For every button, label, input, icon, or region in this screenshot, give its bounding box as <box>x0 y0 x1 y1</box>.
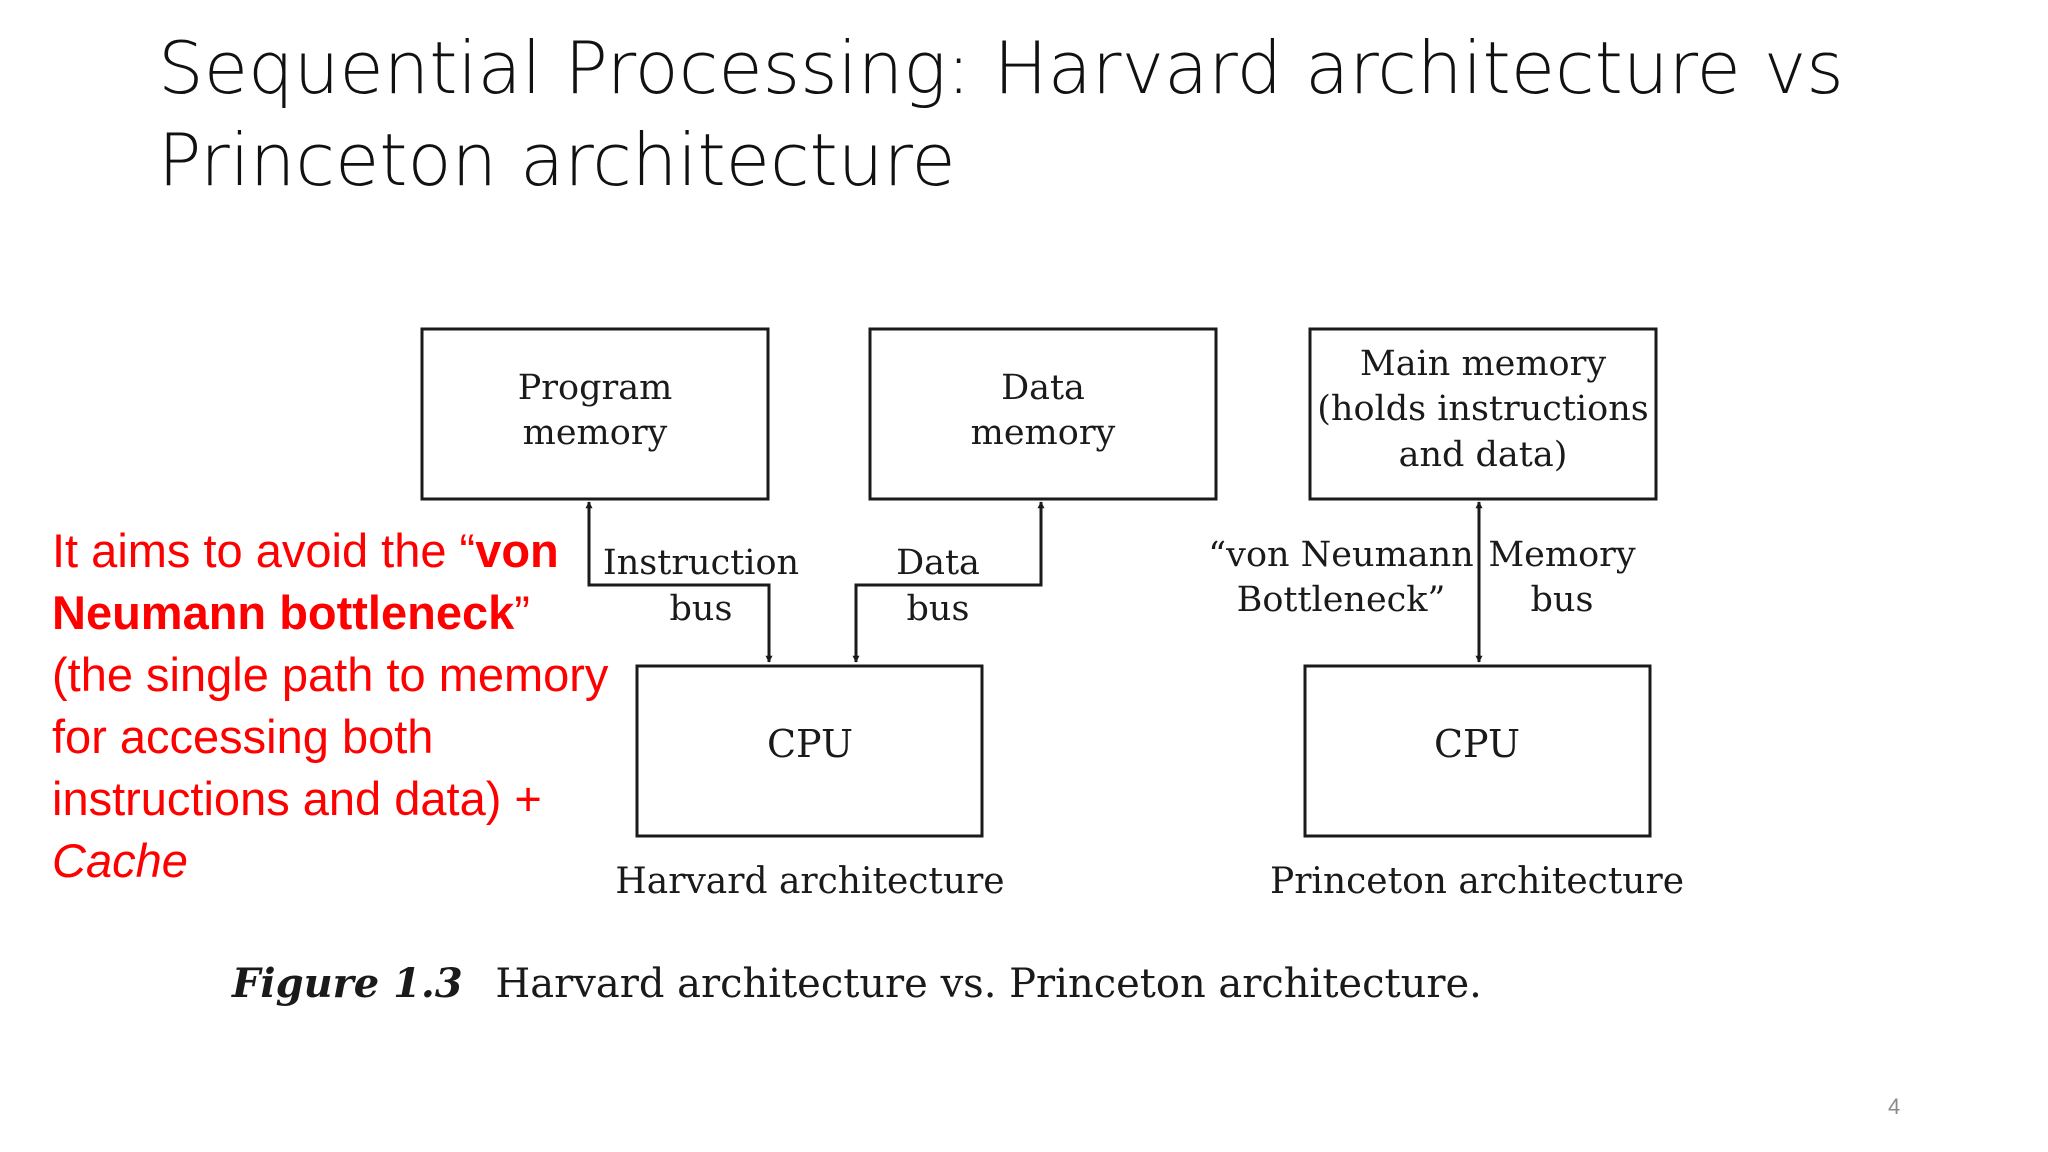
data-bus-label-1: Data <box>896 543 980 583</box>
harvard-cpu-label: CPU <box>767 722 853 766</box>
data-memory-label-2: memory <box>971 413 1116 453</box>
data-memory-label-1: Data <box>1001 368 1085 408</box>
program-memory-box <box>420 327 770 501</box>
note-bold-text: von Neumann bottleneck <box>52 524 559 639</box>
data-bus-arrow <box>852 501 1045 663</box>
main-memory-label-1: Main memory <box>1360 344 1606 384</box>
harvard-cpu-box <box>635 664 984 838</box>
note-text-2: ” (the single path to memory for accessi… <box>52 586 609 825</box>
bottleneck-label-2: Bottleneck” <box>1237 580 1446 620</box>
note-text-1: It aims to avoid the “ <box>52 524 476 577</box>
memory-bus-label-1: Memory <box>1488 535 1636 575</box>
main-memory-block: Main memory (holds instructions and data… <box>1308 327 1658 501</box>
data-memory-block: Data memory <box>868 327 1218 501</box>
figure-caption: Figure 1.3 Harvard architecture vs. Prin… <box>231 960 1482 1007</box>
princeton-cpu-box <box>1303 664 1652 838</box>
slide-title-line-1: Sequential Processing: Harvard architect… <box>158 26 1844 110</box>
program-memory-block: Program memory <box>420 327 770 501</box>
main-memory-label-2: (holds instructions <box>1317 389 1648 429</box>
princeton-caption: Princeton architecture <box>1270 861 1684 902</box>
main-memory-label-3: and data) <box>1399 435 1568 475</box>
harvard-cpu-block: CPU <box>635 664 984 838</box>
data-bus-label-2: bus <box>907 589 970 629</box>
program-memory-label-2: memory <box>523 413 668 453</box>
slide-title: Sequential Processing: Harvard architect… <box>158 22 1858 206</box>
note-italic-text: Cache <box>52 834 188 887</box>
data-memory-box <box>868 327 1218 501</box>
main-memory-box <box>1308 327 1658 501</box>
page-number: 4 <box>1888 1094 1901 1119</box>
memory-bus-label-2: bus <box>1531 580 1594 620</box>
instruction-bus-label-1: Instruction <box>603 543 799 583</box>
instruction-bus-arrow <box>585 501 773 663</box>
princeton-cpu-label: CPU <box>1434 722 1520 766</box>
bottleneck-note: It aims to avoid the “von Neumann bottle… <box>52 520 612 892</box>
bottleneck-label-1: “von Neumann <box>1208 535 1473 575</box>
princeton-cpu-block: CPU <box>1303 664 1652 838</box>
instruction-bus-label-2: bus <box>670 589 733 629</box>
figure-caption-label: Figure 1.3 <box>231 960 463 1007</box>
figure-caption-text: Harvard architecture vs. Princeton archi… <box>495 961 1481 1007</box>
harvard-caption: Harvard architecture <box>615 861 1004 902</box>
slide-title-line-2: Princeton architecture <box>158 118 956 202</box>
program-memory-label-1: Program <box>518 368 673 408</box>
